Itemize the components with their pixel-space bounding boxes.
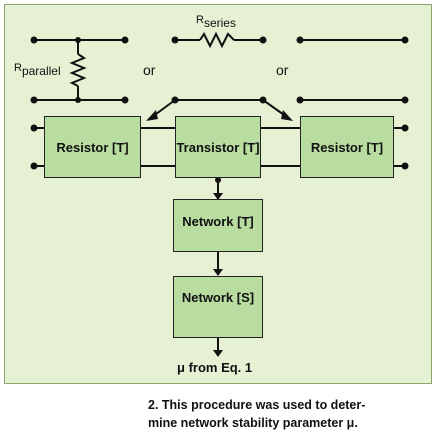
r-parallel-sub: parallel <box>21 64 61 78</box>
network-t-box: Network [T] <box>173 199 263 252</box>
series-resistor-zigzag <box>199 31 235 49</box>
parallel-resistor-zigzag <box>69 53 87 87</box>
resistor-left-label: Resistor [T] <box>56 139 129 155</box>
arrowhead-down-1 <box>213 193 223 200</box>
terminal-dot <box>75 37 81 43</box>
network-s-box: Network [S] <box>173 276 263 338</box>
r-series-sub: series <box>203 16 236 30</box>
mu-from-eq-label: μ from Eq. 1 <box>177 360 253 375</box>
caption-line-1: 2. This procedure was used to deter- <box>148 398 366 412</box>
terminal-dot <box>401 96 409 104</box>
transistor-box: Transistor [T] <box>175 116 261 178</box>
r-parallel-main: R <box>14 62 22 74</box>
terminal-dot <box>121 36 129 44</box>
figure-caption: 2. This procedure was used to deter- min… <box>148 396 428 432</box>
arrowhead-right <box>281 110 293 121</box>
network-s-label: Network [S] <box>181 290 255 305</box>
terminal-dot <box>259 36 267 44</box>
terminal-dot <box>75 97 81 103</box>
resistor-right-box: Resistor [T] <box>300 116 394 178</box>
arrowhead-down-3 <box>213 350 223 357</box>
r-parallel-label: Rparallel <box>14 59 61 78</box>
or-label-right: or <box>276 62 289 78</box>
or-label-left: or <box>143 62 156 78</box>
terminal-dot <box>30 96 38 104</box>
resistor-left-box: Resistor [T] <box>44 116 141 178</box>
network-t-label: Network [T] <box>182 214 254 229</box>
transistor-label: Transistor [T] <box>176 139 260 155</box>
resistor-right-label: Resistor [T] <box>310 139 384 155</box>
r-series-main: R <box>196 14 204 26</box>
arrowhead-left <box>146 110 158 121</box>
terminal-dot <box>259 96 267 104</box>
terminal-dot <box>171 96 179 104</box>
arrowhead-down-2 <box>213 269 223 276</box>
terminal-dot <box>401 36 409 44</box>
terminal-dot <box>30 124 38 132</box>
terminal-dot <box>30 36 38 44</box>
terminal-dot <box>30 162 38 170</box>
junction-dot <box>215 177 221 183</box>
terminal-dot <box>296 96 304 104</box>
caption-line-2: mine network stability parameter μ. <box>148 416 358 430</box>
terminal-dot <box>401 124 409 132</box>
r-series-label: Rseries <box>196 11 236 30</box>
terminal-dot <box>121 96 129 104</box>
terminal-dot <box>171 36 179 44</box>
terminal-dot <box>296 36 304 44</box>
terminal-dot <box>401 162 409 170</box>
